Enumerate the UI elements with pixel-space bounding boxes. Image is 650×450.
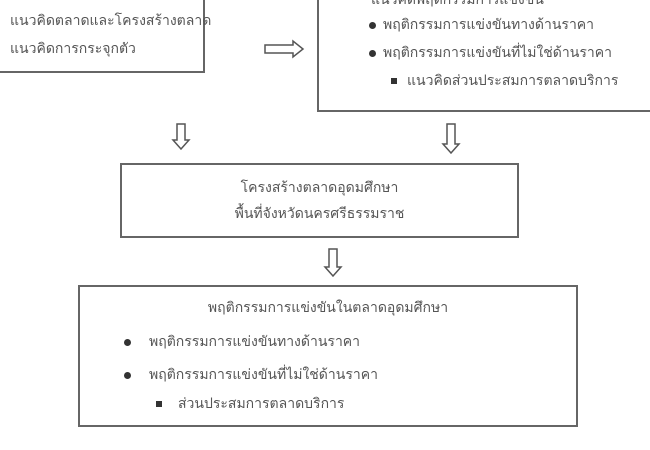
bullet-text: พฤติกรรมการแข่งขันทางด้านราคา [383,17,595,33]
arrow-down-icon [441,123,461,155]
bullet-icon [369,21,376,29]
result-box: พฤติกรรมการแข่งขันในตลาดอุดมศึกษา พฤติกร… [78,285,578,427]
arrow-right-icon [264,39,305,59]
bullet-icon [369,49,376,57]
behavior-bullet-1: พฤติกรรมการแข่งขันทางด้านราคา [369,16,594,34]
behavior-box: แนวคิดพฤติกรรมการแข่งขัน พฤติกรรมการแข่ง… [317,0,650,112]
arrow-down-icon [171,123,191,151]
result-bullet-1: พฤติกรรมการแข่งขันทางด้านราคา [124,333,360,351]
structure-line-1: โครงสร้างตลาดอุดมศึกษา [240,180,399,196]
bullet-text: ส่วนประสมการตลาดบริการ [178,396,345,412]
bullet-icon [124,338,131,346]
behavior-sub-bullet: แนวคิดส่วนประสมการตลาดบริการ [391,72,618,90]
structure-line-2: พื้นที่จังหวัดนครศรีธรรมราช [234,206,405,222]
behavior-bullet-2: พฤติกรรมการแข่งขันที่ไม่ใช่ด้านราคา [369,44,612,62]
bullet-icon [124,371,131,379]
result-bullet-2: พฤติกรรมการแข่งขันที่ไม่ใช่ด้านราคา [124,366,378,384]
concept-box: แนวคิดตลาดและโครงสร้างตลาด แนวคิดการกระจ… [0,0,211,73]
behavior-title: แนวคิดพฤติกรรมการแข่งขัน [371,0,544,8]
bullet-text: พฤติกรรมการแข่งขันที่ไม่ใช่ด้านราคา [383,45,612,61]
square-bullet-icon [156,401,162,407]
result-title: พฤติกรรมการแข่งขันในตลาดอุดมศึกษา [207,300,449,316]
result-sub-bullet: ส่วนประสมการตลาดบริการ [156,395,344,413]
bullet-text: พฤติกรรมการแข่งขันที่ไม่ใช่ด้านราคา [149,367,378,383]
bullet-text: พฤติกรรมการแข่งขันทางด้านราคา [149,334,361,350]
square-bullet-icon [391,78,397,84]
concept-line-2: แนวคิดการกระจุกตัว [10,41,136,57]
arrow-down-icon [323,248,343,278]
structure-box: โครงสร้างตลาดอุดมศึกษา พื้นที่จังหวัดนคร… [120,163,519,238]
concept-line-1: แนวคิดตลาดและโครงสร้างตลาด [10,13,212,29]
bullet-text: แนวคิดส่วนประสมการตลาดบริการ [407,73,619,89]
